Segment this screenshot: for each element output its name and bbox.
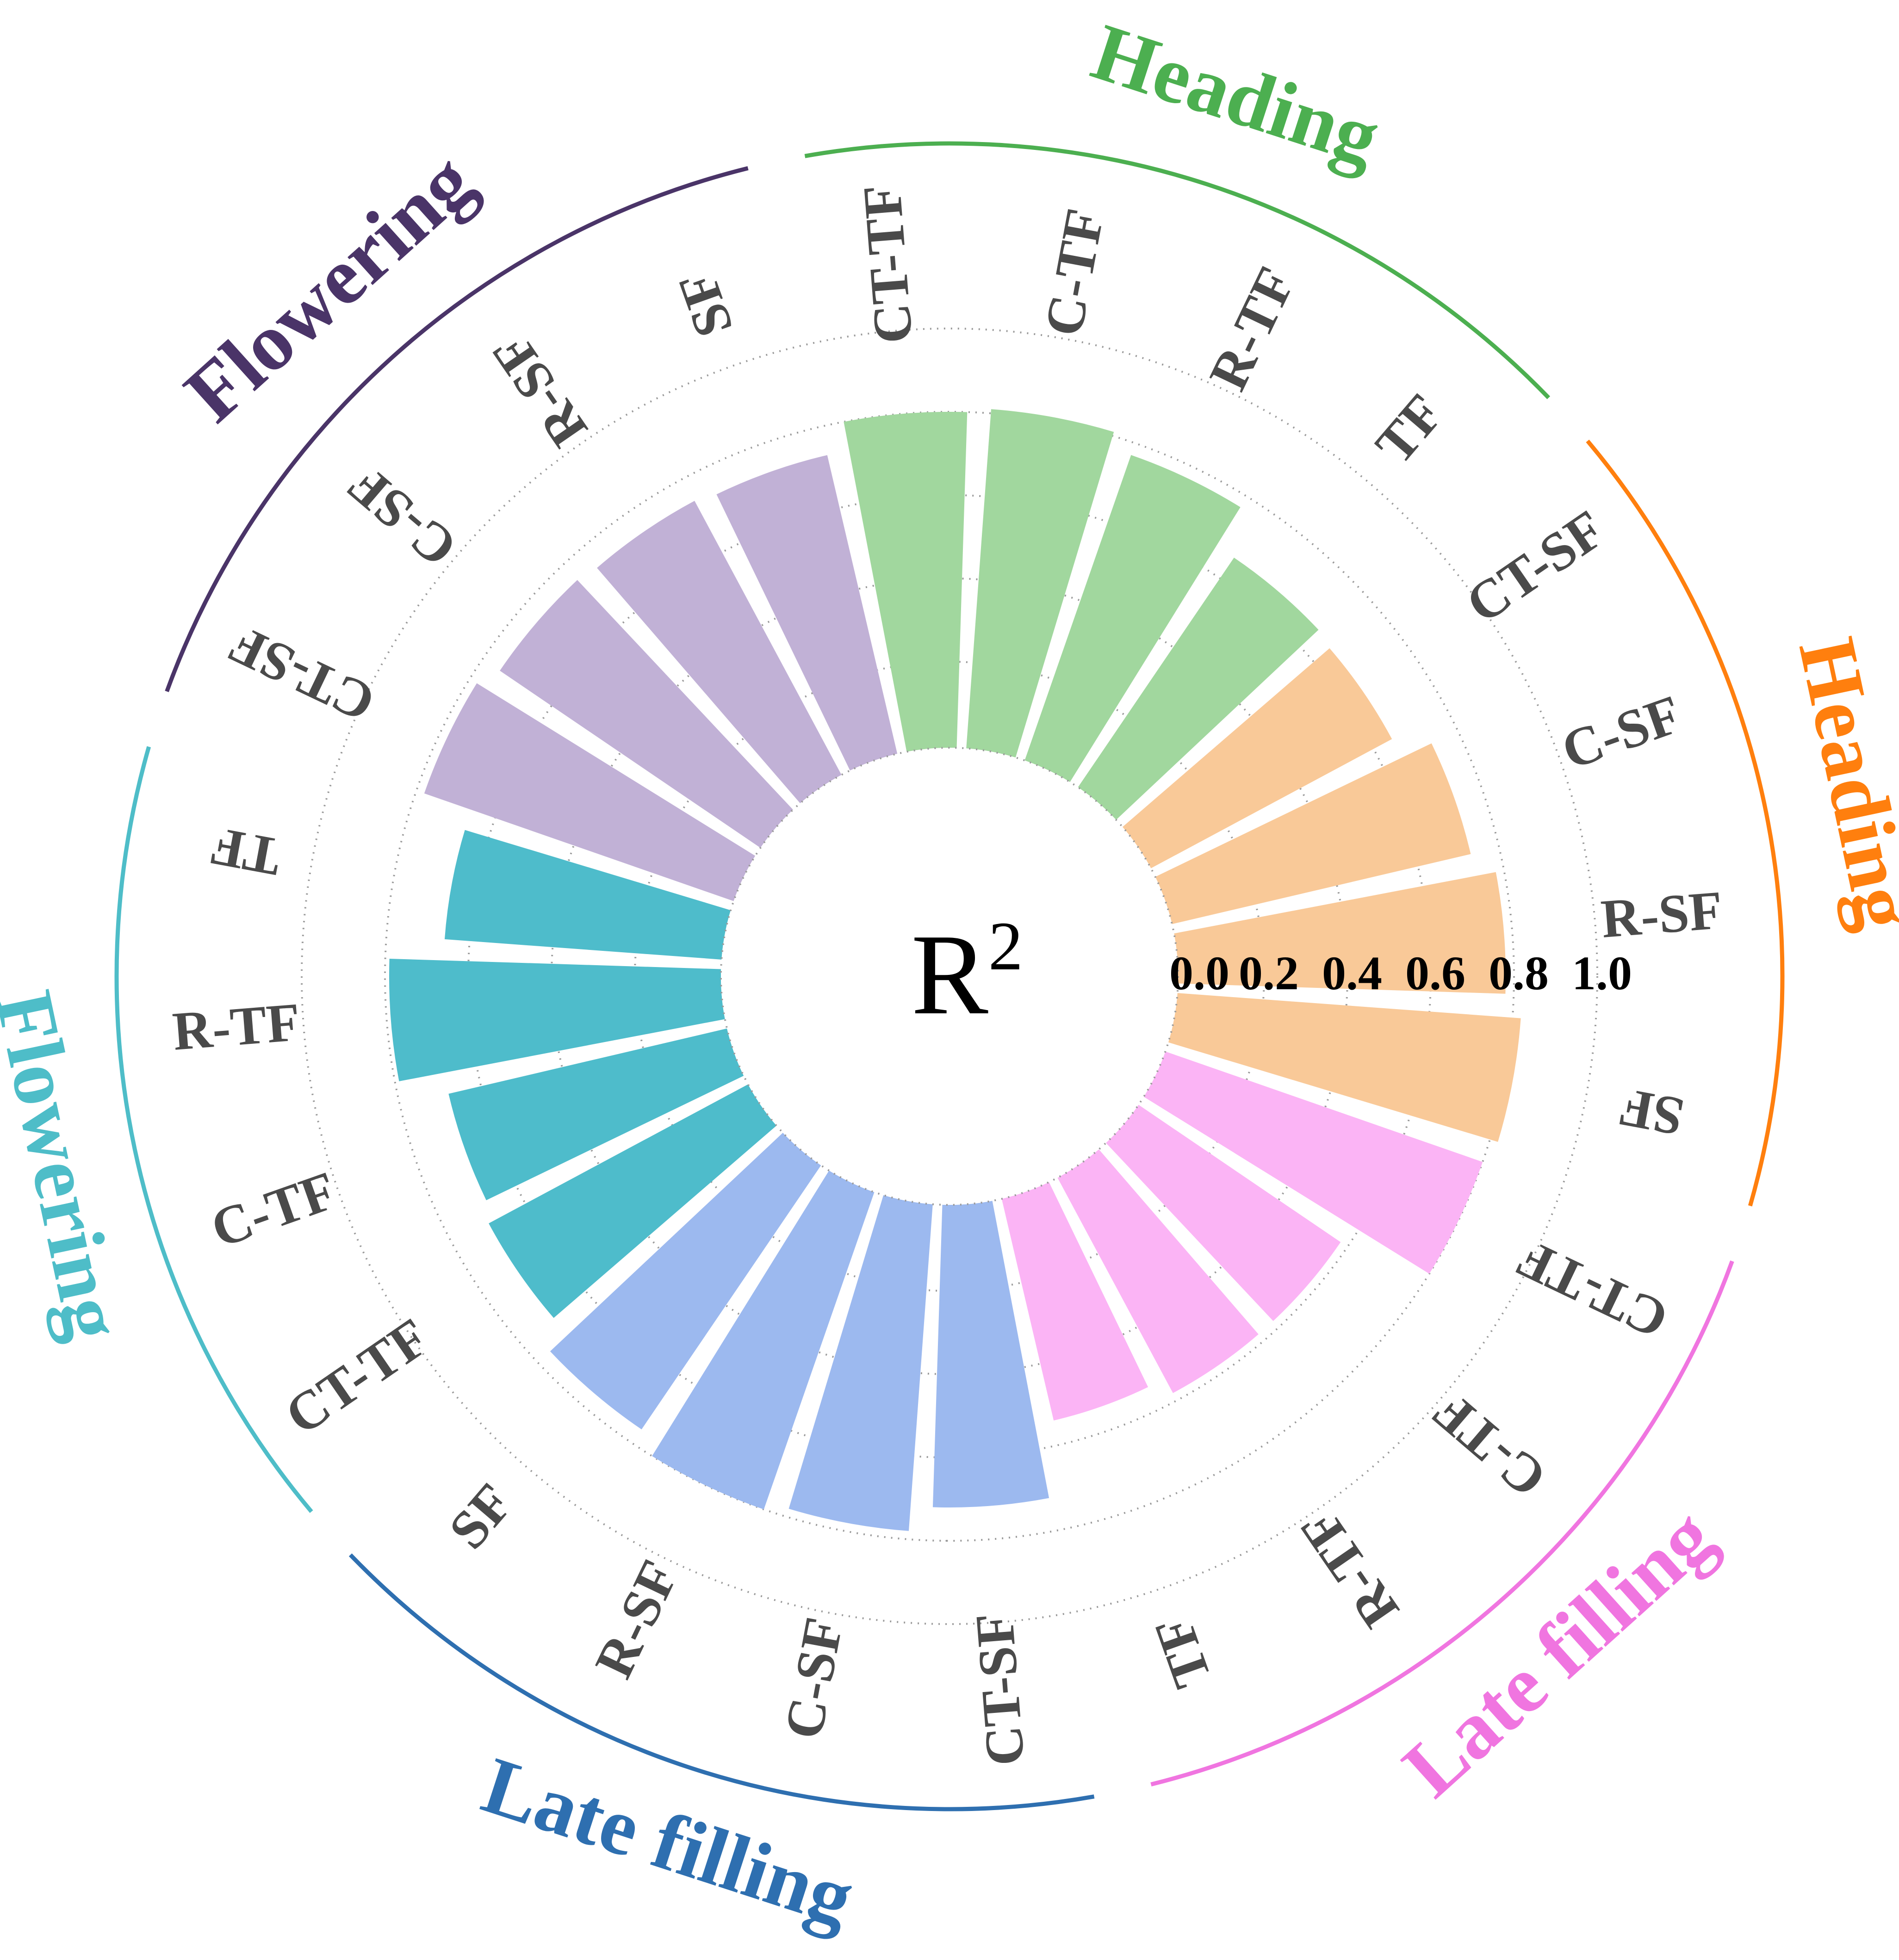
category-label: R-TF xyxy=(1198,258,1307,399)
category-label: R-TF xyxy=(1289,1499,1411,1638)
category-label: R-TF xyxy=(170,992,302,1062)
bar-flowering-c-sf xyxy=(500,580,793,848)
inner-ring xyxy=(720,747,1179,1206)
bar-late-filling-ct-sf xyxy=(932,1201,1049,1507)
bar-flowering-ct-sf xyxy=(424,683,756,901)
group-arc-layer xyxy=(114,141,1785,1811)
radial-tick-label: 0.2 xyxy=(1239,947,1299,1000)
bar-flowering-r-sf xyxy=(597,501,842,804)
bar-late-filling-sf xyxy=(550,1133,821,1430)
center-label-base: R xyxy=(911,911,988,1039)
bar-flowering-c-tf xyxy=(448,1028,744,1200)
bar-heading-ct-tf xyxy=(844,412,968,752)
category-label: R-SF xyxy=(1599,880,1725,949)
bar-flowering-ct-tf xyxy=(489,1084,777,1318)
category-label: TF xyxy=(1364,383,1455,475)
group-arc xyxy=(804,141,1551,399)
bar-heading-tf xyxy=(1078,558,1319,820)
category-label: C-SF xyxy=(336,454,468,579)
grid-ring xyxy=(301,328,1598,1625)
category-label: CT-SF xyxy=(964,1611,1036,1768)
category-label: TF xyxy=(206,816,285,888)
bar-late-filling-tf xyxy=(1001,1182,1148,1420)
bar-heading-c-sf xyxy=(1155,743,1471,924)
category-label: R-SF xyxy=(583,1551,690,1687)
radial-tick-label: 0.8 xyxy=(1489,947,1549,1000)
category-label: TF xyxy=(1142,1609,1223,1695)
radial-tick-label: 0.6 xyxy=(1405,947,1465,1000)
center-label-superscript: 2 xyxy=(988,908,1023,985)
bar-heading-r-sf xyxy=(1174,872,1506,994)
category-label: C-TF xyxy=(204,1160,344,1259)
bar-flowering-sf xyxy=(716,455,898,771)
bar-heading-ct-sf xyxy=(1122,648,1392,868)
category-label: CT-TF xyxy=(1508,1228,1677,1351)
category-label: C-TF xyxy=(1033,204,1116,341)
group-arc xyxy=(1150,1260,1734,1786)
group-arc xyxy=(165,166,749,692)
group-arc xyxy=(1586,440,1785,1207)
group-title: Heading xyxy=(1781,630,1899,937)
group-arc xyxy=(114,746,313,1513)
bar-heading-c-tf xyxy=(966,409,1114,758)
bar-flowering-r-tf xyxy=(389,958,725,1081)
bar-heading-r-tf xyxy=(1024,455,1241,782)
group-title: Heading xyxy=(1082,6,1390,183)
category-label: SF xyxy=(1614,1077,1688,1148)
bar-heading-sf xyxy=(1168,993,1521,1142)
bar-late-filling-r-sf xyxy=(652,1170,875,1510)
radial-tick-label: 0.4 xyxy=(1322,947,1382,1000)
category-label: SF xyxy=(666,264,745,345)
category-label: CT-SF xyxy=(1455,498,1615,635)
category-label: C-TF xyxy=(1421,1381,1558,1509)
grid-ring xyxy=(384,411,1515,1542)
category-label: CT-TF xyxy=(274,1307,440,1446)
category-label: CT-TF xyxy=(851,183,925,346)
radial-tick-label: 0.0 xyxy=(1169,947,1229,1000)
group-title: Late filling xyxy=(472,1740,864,1944)
bar-flowering-tf xyxy=(444,830,731,960)
bar-late-filling-c-tf xyxy=(1106,1104,1341,1321)
group-title: Flowering xyxy=(168,136,490,439)
category-label: C-SF xyxy=(1554,683,1689,781)
category-label: R-SF xyxy=(480,323,599,458)
category-label: SF xyxy=(437,1472,525,1560)
radial-tick-label: 1.0 xyxy=(1572,947,1632,1000)
bar-layer xyxy=(389,409,1521,1531)
category-label: C-SF xyxy=(773,1613,855,1743)
category-label: CT-SF xyxy=(220,614,384,734)
center-r2-label: R2 xyxy=(911,908,1023,1039)
bar-late-filling-c-sf xyxy=(788,1195,933,1531)
group-arc xyxy=(348,1553,1095,1811)
bar-late-filling-r-tf xyxy=(1057,1149,1259,1393)
bar-late-filling-ct-tf xyxy=(1143,1051,1483,1274)
